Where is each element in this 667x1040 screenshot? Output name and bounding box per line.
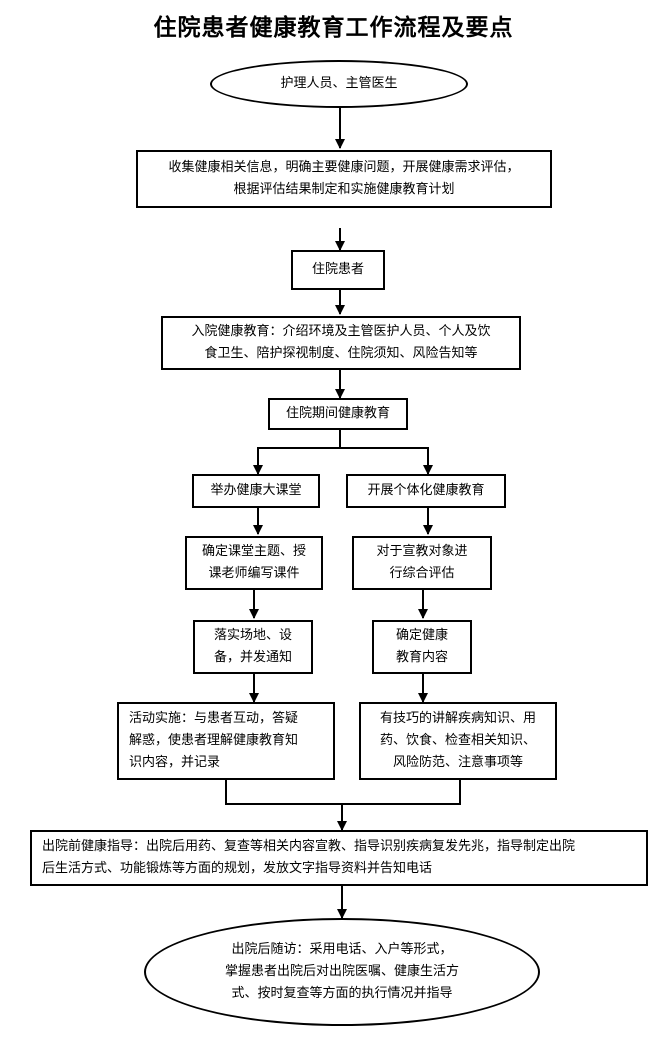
split-connector (253, 428, 341, 475)
node-during: 住院期间健康教育 (268, 398, 408, 430)
node-venue: 落实场地、设 备，并发通知 (193, 620, 313, 674)
node-discharge: 出院前健康指导：出院后用药、复查等相关内容宣教、指导识别疾病复发先兆，指导制定出… (30, 830, 648, 886)
node-class: 举办健康大课堂 (192, 474, 320, 508)
node-admission: 入院健康教育：介绍环境及主管医护人员、个人及饮 食卫生、陪护探视制度、住院须知、… (161, 316, 521, 370)
node-collect: 收集健康相关信息，明确主要健康问题，开展健康需求评估， 根据评估结果制定和实施健… (136, 150, 552, 208)
node-content: 确定健康 教育内容 (372, 620, 472, 674)
node-inpatient: 住院患者 (291, 250, 385, 290)
node-individual: 开展个体化健康教育 (346, 474, 506, 508)
node-staff: 护理人员、主管医生 (210, 60, 468, 108)
split-connector-right (340, 447, 433, 475)
merge-connector (225, 780, 461, 805)
node-explain: 有技巧的讲解疾病知识、用 药、饮食、检查相关知识、 风险防范、注意事项等 (359, 702, 557, 780)
node-topic: 确定课堂主题、授 课老师编写课件 (185, 536, 323, 590)
node-followup: 出院后随访：采用电话、入户等形式， 掌握患者出院后对出院医嘱、健康生活方 式、按… (144, 918, 540, 1026)
node-activity: 活动实施：与患者互动，答疑 解惑，使患者理解健康教育知 识内容，并记录 (117, 702, 335, 780)
node-assess: 对于宣教对象进 行综合评估 (352, 536, 492, 590)
page-title: 住院患者健康教育工作流程及要点 (153, 15, 514, 41)
